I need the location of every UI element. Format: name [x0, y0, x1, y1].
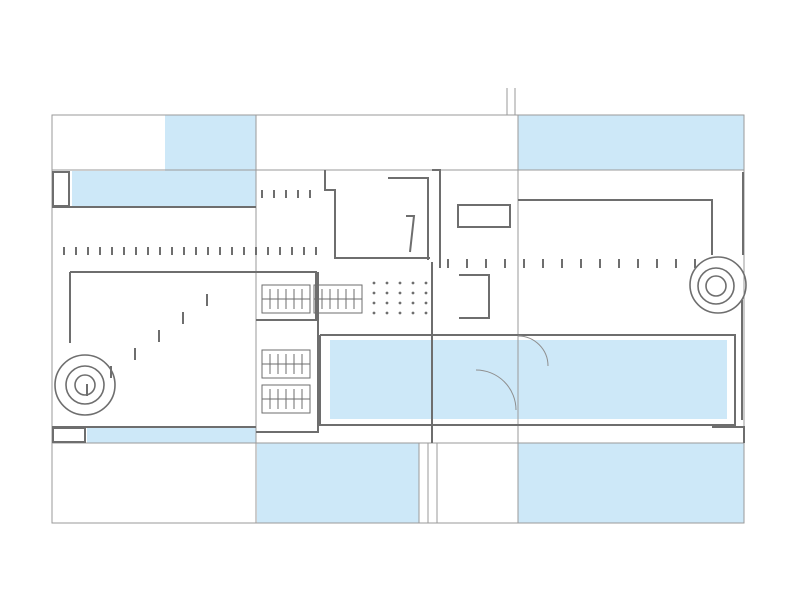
spiral-stair-icon: [689, 256, 747, 314]
wall-left-stub: [52, 171, 70, 207]
door-swing-icon: [517, 335, 549, 367]
pool-top-left: [165, 115, 256, 207]
wall-core-ramp: [406, 215, 416, 253]
water-zones: [72, 115, 744, 523]
wall-hall-right: [256, 272, 319, 433]
wall-core-niche: [457, 204, 511, 228]
walls: [52, 169, 745, 443]
site-outline: [51, 114, 745, 524]
seat-block-icon: [313, 284, 363, 314]
column-dot-icon: [372, 301, 376, 305]
column-dot-icon: [398, 301, 402, 305]
pool-bottom-right: [518, 443, 744, 523]
column-dot-icon: [372, 281, 376, 285]
column-dot-icon: [385, 301, 389, 305]
outer-boundary: [51, 88, 745, 524]
wall-pool-rim: [319, 334, 736, 426]
column-dot-icon: [411, 291, 415, 295]
wall-left-stub-bottom: [52, 427, 86, 443]
column-dot-icon: [385, 281, 389, 285]
column-dot-icon: [398, 281, 402, 285]
column-dot-icon: [424, 281, 428, 285]
wall-hall-frame: [256, 271, 317, 321]
spiral-stair-core: [74, 374, 96, 396]
column-dot-icon: [385, 311, 389, 315]
pool-top-left-strip: [72, 171, 166, 207]
wall-core-inner: [432, 169, 441, 268]
column-dot-icon: [398, 291, 402, 295]
column-dot-icon: [411, 311, 415, 315]
wall-core-shaft: [388, 177, 429, 260]
wall-bottom-right: [712, 426, 745, 443]
column-dot-icon: [372, 311, 376, 315]
pool-bottom-left-strip: [87, 427, 256, 443]
spiral-stair-inner: [697, 267, 735, 305]
seat-block-icon: [261, 384, 311, 414]
pool-top-right: [518, 115, 744, 170]
column-dot-icon: [411, 281, 415, 285]
column-dot-icon: [372, 291, 376, 295]
seat-block-icon: [261, 349, 311, 379]
wall-core-box: [459, 274, 490, 319]
column-dot-icon: [411, 301, 415, 305]
wall-core-top: [324, 170, 430, 259]
wall-right-frame: [518, 199, 713, 255]
door-swing: [475, 335, 549, 411]
column-dot-icon: [424, 291, 428, 295]
spiral-stair-left: [54, 354, 116, 416]
seat-block-icon: [261, 284, 311, 314]
column-dot-icon: [424, 301, 428, 305]
pool-bottom-center: [257, 443, 419, 523]
column-grid: [372, 281, 428, 315]
spiral-stair-right: [689, 256, 747, 314]
door-swing-icon: [475, 369, 517, 411]
spiral-stair-inner: [65, 365, 105, 405]
column-dot-icon: [385, 291, 389, 295]
column-dot-icon: [424, 311, 428, 315]
spiral-stair-icon: [54, 354, 116, 416]
pool-central: [330, 340, 727, 419]
colonnade-diagonal: [86, 294, 208, 396]
seating-blocks: [261, 284, 363, 414]
column-dot-icon: [398, 311, 402, 315]
spiral-stair-core: [705, 275, 727, 297]
colonnade-top: [63, 190, 696, 268]
